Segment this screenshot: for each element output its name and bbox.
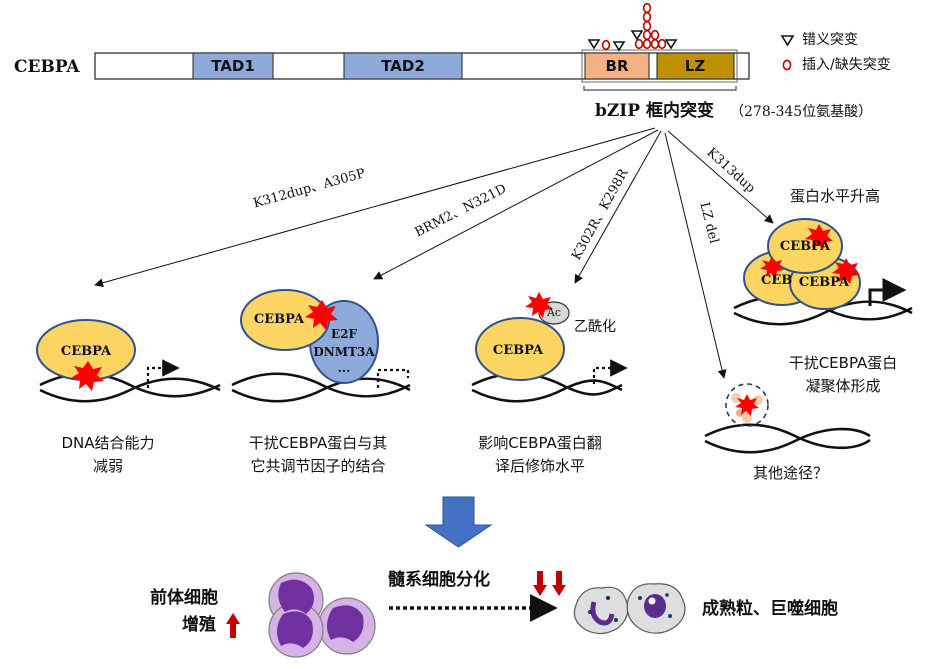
proliferation-label: 增殖 bbox=[182, 615, 216, 635]
tad1-domain bbox=[192, 52, 274, 80]
panel-dna-binding bbox=[36, 319, 221, 403]
mutation-arrows bbox=[94, 127, 774, 379]
panel3-protein-label: CEBPA bbox=[492, 343, 544, 358]
panel1-protein-label: CEBPA bbox=[60, 344, 112, 359]
legend-indel-label: 插入/缺失突变 bbox=[802, 57, 891, 73]
mutation-burst-icon bbox=[805, 224, 833, 250]
panel5-caption: 干扰CEBPA蛋白凝聚体形成 bbox=[788, 354, 898, 396]
mutation-burst-icon bbox=[735, 394, 759, 416]
protein-bar bbox=[94, 49, 750, 91]
panel2-protein-label: CEBPA bbox=[253, 312, 305, 327]
mutation-burst-icon bbox=[760, 256, 784, 278]
protein-level-label: 蛋白水平升高 bbox=[790, 187, 881, 205]
bzip-range: （278-345位氨基酸） bbox=[730, 104, 873, 120]
bzip-title: bZIP 框内突变 bbox=[595, 101, 714, 121]
partner-label-dnmt3a: DNMT3A bbox=[313, 345, 375, 359]
cebpa-protein bbox=[475, 317, 565, 381]
transcription-arrow-icon bbox=[146, 359, 180, 388]
down-red-arrow-icon bbox=[552, 571, 566, 596]
lz-label: LZ bbox=[684, 57, 706, 75]
lz-domain bbox=[656, 52, 735, 80]
cluster-label-right: CEBPA bbox=[798, 275, 850, 290]
panel1-caption: DNA结合能力减弱 bbox=[61, 434, 155, 476]
mutation-burst-icon bbox=[71, 361, 104, 391]
mutation-burst-icon bbox=[832, 258, 860, 284]
mutation-burst-icon bbox=[305, 300, 338, 330]
indel-markers bbox=[601, 2, 667, 51]
mature-cells-label: 成熟粒、巨噬细胞 bbox=[702, 599, 838, 619]
partner-label-e2f: E2F bbox=[330, 327, 358, 341]
mature-cells bbox=[573, 583, 686, 635]
progenitor-label: 前体细胞 bbox=[150, 588, 218, 608]
tad2-domain bbox=[343, 52, 463, 80]
down-arrow-icon bbox=[424, 496, 493, 548]
protein-name: CEBPA bbox=[14, 57, 80, 77]
panel-cofactor bbox=[231, 289, 411, 403]
progenitor-cells bbox=[268, 572, 376, 658]
bzip-frame bbox=[581, 49, 738, 83]
mutation-burst-icon bbox=[525, 292, 553, 318]
cluster-label-left: CEB bbox=[761, 273, 793, 288]
br-domain bbox=[584, 52, 650, 80]
panel2-caption: 干扰CEBPA蛋白与其它共调节因子的结合 bbox=[248, 434, 388, 476]
up-arrow-icon bbox=[226, 613, 240, 638]
tad2-label: TAD2 bbox=[381, 57, 425, 75]
br-label: BR bbox=[605, 57, 629, 75]
transcription-arrow-icon bbox=[868, 278, 907, 306]
acetyl-label: Ac bbox=[546, 306, 562, 319]
panel-protein-level bbox=[733, 218, 913, 326]
other-pathway-label: 其他途径？ bbox=[753, 464, 829, 482]
missense-markers bbox=[587, 30, 678, 52]
partner-label-more: ... bbox=[337, 361, 351, 375]
cluster-label-top: CEBPA bbox=[779, 239, 831, 254]
differentiation-label: 髓系细胞分化 bbox=[388, 570, 490, 590]
panel3-caption: 影响CEBPA蛋白翻译后修饰水平 bbox=[478, 434, 602, 476]
panel-acetylation bbox=[471, 292, 628, 403]
legend-missense-label: 错义突变 bbox=[802, 32, 858, 48]
bzip-bracket bbox=[583, 86, 737, 91]
panel-other-pathway bbox=[704, 383, 871, 454]
tad1-label: TAD1 bbox=[211, 57, 255, 75]
transcription-arrow-icon bbox=[592, 359, 628, 384]
acetylation-label: 乙酰化 bbox=[574, 319, 616, 335]
legend-indel-icon bbox=[782, 59, 792, 71]
legend-missense-icon bbox=[780, 35, 795, 47]
condensate-circle bbox=[725, 383, 769, 427]
down-red-arrow-icon bbox=[533, 571, 547, 596]
transcription-arrow-icon bbox=[376, 368, 410, 388]
